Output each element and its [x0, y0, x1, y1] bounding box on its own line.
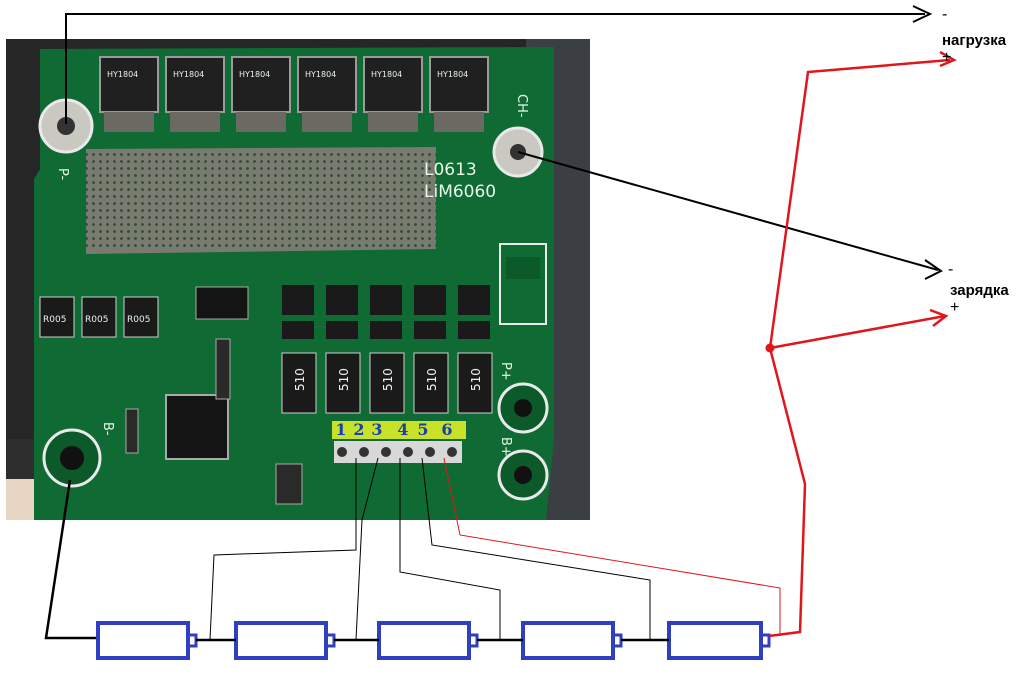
balance-resistor-label-4: 510 — [425, 368, 439, 391]
pin-label-2: 2 — [353, 420, 365, 439]
balance-resistor-label-1: 510 — [293, 368, 307, 391]
pin-label-6: 6 — [441, 420, 453, 439]
charge-plus-sign: + — [950, 299, 960, 316]
charge-negative-arrow — [924, 259, 943, 280]
b-minus-battery-wire — [44, 479, 98, 640]
bms-board-graphic: HY1804 HY1804 HY1804 HY1804 HY1804 HY180… — [6, 39, 590, 520]
shunt-label-2: R005 — [85, 315, 108, 325]
model-label-2: LiM6060 — [424, 182, 496, 202]
load-plus-sign: + — [942, 49, 952, 66]
balance-connector — [334, 441, 462, 463]
positive-junction-dot — [765, 343, 775, 353]
balance-wire-2 — [209, 458, 357, 641]
balance-resistor-label-3: 510 — [381, 368, 395, 391]
load-minus-sign: - — [942, 6, 948, 23]
p-minus-label: P- — [55, 168, 70, 181]
charge-positive-wire — [769, 314, 946, 350]
balance-wire-5 — [421, 457, 651, 640]
balance-wire-3 — [355, 457, 379, 641]
load-negative-arrow — [912, 5, 933, 23]
charge-positive-arrow — [929, 308, 949, 327]
load-label: нагрузка — [942, 32, 1007, 49]
charge-minus-sign: - — [948, 261, 954, 278]
battery-cell-2 — [234, 621, 328, 660]
model-label-1: L0613 — [424, 160, 477, 180]
shunt-label-3: R005 — [127, 315, 150, 325]
pin-label-4: 4 — [397, 420, 409, 439]
ch-minus-label: CH- — [514, 94, 529, 118]
pin-label-3: 3 — [371, 420, 383, 439]
balance-resistor-label-2: 510 — [337, 368, 351, 391]
shunt-label-1: R005 — [43, 315, 66, 325]
balance-resistor-label-5: 510 — [469, 368, 483, 391]
positive-main-wire — [768, 58, 951, 638]
pin-number-strip — [332, 421, 466, 439]
controller-ic — [165, 394, 229, 460]
battery-cell-3 — [377, 621, 471, 660]
balance-wire-4 — [399, 458, 501, 640]
charge-negative-wire — [517, 151, 939, 271]
pin-label-1: 1 — [335, 420, 347, 439]
mosfet-marking-4: HY1804 — [305, 70, 336, 79]
balance-wire-6 — [443, 457, 781, 636]
mosfet-marking-3: HY1804 — [239, 70, 270, 79]
mosfet-row — [99, 56, 489, 132]
battery-cell-1 — [96, 621, 190, 660]
charge-label: зарядка — [950, 282, 1009, 299]
battery-cell-4 — [521, 621, 615, 660]
pin-label-5: 5 — [417, 420, 429, 439]
load-negative-wire — [65, 13, 925, 124]
battery-cell-5 — [667, 621, 763, 660]
mosfet-marking-2: HY1804 — [173, 70, 204, 79]
b-minus-label: B- — [100, 422, 115, 436]
mosfet-marking-6: HY1804 — [437, 70, 468, 79]
p-plus-label: P+ — [498, 362, 513, 381]
bms-board-photo: HY1804 HY1804 HY1804 HY1804 HY1804 HY180… — [6, 39, 590, 520]
mosfet-marking-1: HY1804 — [107, 70, 138, 79]
b-plus-label: B+ — [498, 437, 513, 457]
mosfet-marking-5: HY1804 — [371, 70, 402, 79]
load-positive-arrow — [939, 50, 957, 68]
